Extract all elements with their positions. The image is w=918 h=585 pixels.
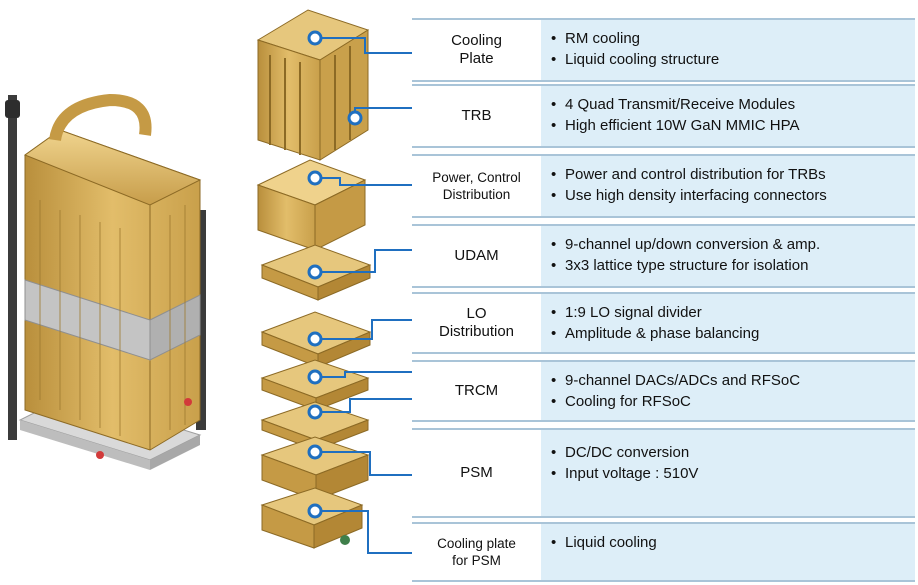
- bullet-item: • High efficient 10W GaN MMIC HPA: [551, 115, 915, 136]
- row-psm: PSM • DC/DC conversion • Input voltage : 5…: [412, 428, 915, 518]
- bullet-item: • 9-channel DACs/ADCs and RFSoC: [551, 370, 915, 391]
- label-line: TRCM: [454, 382, 499, 399]
- bullet-text: 3x3 lattice type structure for isolation: [565, 257, 809, 274]
- bullet-dot: •: [551, 236, 557, 253]
- label-line: Distribution: [438, 323, 515, 340]
- bullet-item: • Liquid cooling structure: [551, 49, 915, 70]
- bullet-item: • 9-channel up/down conversion & amp.: [551, 234, 915, 255]
- bullet-item: • RM cooling: [551, 28, 915, 49]
- row-label: Cooling plate for PSM: [412, 524, 541, 580]
- row-cooling-plate-psm: Cooling plate for PSM • Liquid cooling: [412, 522, 915, 582]
- bullet-dot: •: [551, 534, 557, 551]
- bullet-item: • Use high density interfacing connectors: [551, 185, 915, 206]
- assembled-module-illustration: [5, 93, 206, 470]
- bullet-text: Liquid cooling structure: [565, 51, 720, 68]
- bullet-text: Liquid cooling: [565, 534, 657, 551]
- row-description: • 1:9 LO signal divider • Amplitude & phas…: [541, 294, 915, 352]
- row-udam: UDAM • 9-channel up/down conversion & amp…: [412, 224, 915, 288]
- row-lo-distribution: LO Distribution • 1:9 LO signal divider •…: [412, 292, 915, 354]
- bullet-dot: •: [551, 257, 557, 274]
- label-line: Cooling plate: [437, 536, 516, 551]
- bullet-dot: •: [551, 372, 557, 389]
- bullet-item: • DC/DC conversion: [551, 442, 915, 463]
- bullet-text: DC/DC conversion: [565, 444, 690, 461]
- bullet-dot: •: [551, 393, 557, 410]
- bullet-dot: •: [551, 465, 557, 482]
- row-label: TRCM: [412, 362, 541, 420]
- label-line: TRB: [461, 107, 492, 124]
- row-power-control-distribution: Power, Control Distribution • Power and c…: [412, 154, 915, 218]
- bullet-text: RM cooling: [565, 30, 641, 47]
- row-description: • RM cooling • Liquid cooling structure: [541, 20, 915, 80]
- row-label: PSM: [412, 430, 541, 516]
- bullet-item: • 4 Quad Transmit/Receive Modules: [551, 94, 915, 115]
- bullet-text: 4 Quad Transmit/Receive Modules: [565, 96, 796, 113]
- label-line: Plate: [459, 50, 494, 67]
- bullet-dot: •: [551, 187, 557, 204]
- row-label: TRB: [412, 86, 541, 146]
- bullet-item: • Power and control distribution for TRBs: [551, 164, 915, 185]
- label-line: for PSM: [452, 553, 501, 568]
- bullet-text: Cooling for RFSoC: [565, 393, 691, 410]
- label-line: PSM: [460, 464, 493, 481]
- bullet-item: • Liquid cooling: [551, 532, 915, 553]
- bullet-text: Input voltage : 510V: [565, 465, 699, 482]
- bullet-text: Use high density interfacing connectors: [565, 187, 827, 204]
- bullet-dot: •: [551, 166, 557, 183]
- label-line: Distribution: [442, 187, 511, 202]
- label-line: LO: [466, 305, 487, 322]
- bullet-dot: •: [551, 304, 557, 321]
- row-label: Power, Control Distribution: [412, 156, 541, 216]
- row-trb: TRB • 4 Quad Transmit/Receive Modules • Hi…: [412, 84, 915, 148]
- bullet-item: • Amplitude & phase balancing: [551, 323, 915, 344]
- bullet-dot: •: [551, 325, 557, 342]
- connector-lines: [315, 37, 412, 554]
- bullet-text: Amplitude & phase balancing: [565, 325, 760, 342]
- bullet-dot: •: [551, 51, 557, 68]
- label-line: Power, Control: [432, 170, 521, 185]
- bullet-text: 1:9 LO signal divider: [565, 304, 702, 321]
- row-trcm: TRCM • 9-channel DACs/ADCs and RFSoC • Coo…: [412, 360, 915, 422]
- row-cooling-plate: Cooling Plate • RM cooling • Liquid coolin…: [412, 18, 915, 82]
- bullet-item: • Input voltage : 510V: [551, 463, 915, 484]
- bullet-dot: •: [551, 30, 557, 47]
- bullet-item: • 3x3 lattice type structure for isolatio…: [551, 255, 915, 276]
- row-description: • 9-channel up/down conversion & amp. • 3x…: [541, 226, 915, 286]
- bullet-text: 9-channel up/down conversion & amp.: [565, 236, 821, 253]
- bullet-text: Power and control distribution for TRBs: [565, 166, 826, 183]
- bullet-dot: •: [551, 96, 557, 113]
- bullet-item: • Cooling for RFSoC: [551, 391, 915, 412]
- row-description: • DC/DC conversion • Input voltage : 510V: [541, 430, 915, 516]
- row-description: • 4 Quad Transmit/Receive Modules • High e…: [541, 86, 915, 146]
- row-description: • Power and control distribution for TRBs…: [541, 156, 915, 216]
- row-description: • 9-channel DACs/ADCs and RFSoC • Cooling …: [541, 362, 915, 420]
- bullet-dot: •: [551, 117, 557, 134]
- label-line: Cooling: [451, 32, 502, 49]
- row-label: Cooling Plate: [412, 20, 541, 80]
- row-description: • Liquid cooling: [541, 524, 915, 580]
- bullet-dot: •: [551, 444, 557, 461]
- label-line: UDAM: [454, 247, 499, 264]
- row-label: UDAM: [412, 226, 541, 286]
- bullet-item: • 1:9 LO signal divider: [551, 302, 915, 323]
- bullet-text: 9-channel DACs/ADCs and RFSoC: [565, 372, 801, 389]
- connector-markers: [307, 30, 363, 519]
- bullet-text: High efficient 10W GaN MMIC HPA: [565, 117, 800, 134]
- row-label: LO Distribution: [412, 294, 541, 352]
